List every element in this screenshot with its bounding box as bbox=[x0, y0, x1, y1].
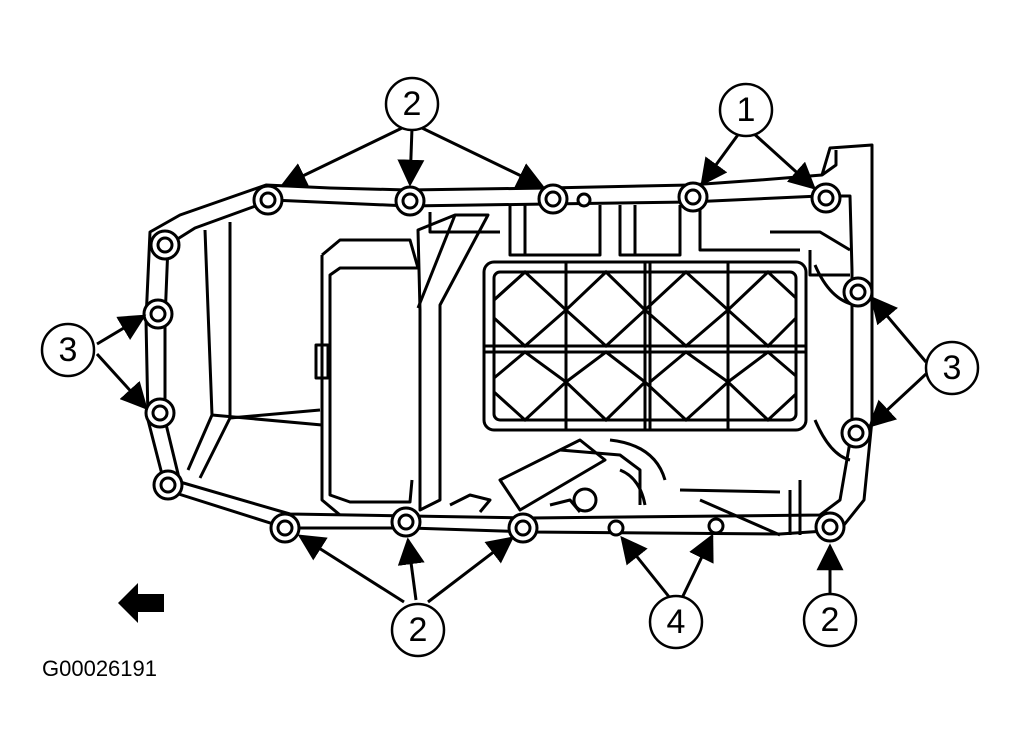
leader-lines bbox=[95, 126, 928, 604]
callout-2-bottom-right: 2 bbox=[802, 592, 858, 648]
bolt-2-rear-center bbox=[394, 185, 426, 217]
studs-4 bbox=[572, 192, 725, 537]
bolt-3-left-top bbox=[149, 229, 181, 261]
bolt-2-front-right bbox=[507, 512, 539, 544]
callout-2-bottom-left: 2 bbox=[390, 602, 446, 658]
callout-1: 1 bbox=[718, 82, 774, 138]
arrow-left-icon bbox=[118, 583, 164, 623]
bolt-2-rear-left bbox=[252, 184, 284, 216]
bolt-3-right-top bbox=[842, 276, 874, 308]
bolt-3-left-bottom bbox=[152, 469, 184, 501]
callout-2-top: 2 bbox=[384, 76, 440, 132]
bolt-1-right bbox=[810, 182, 842, 214]
svg-text:3: 3 bbox=[943, 349, 962, 387]
svg-text:3: 3 bbox=[59, 331, 78, 369]
bolt-3-left-low bbox=[144, 397, 176, 429]
bolt-3-left-mid bbox=[142, 298, 174, 330]
bolt-3-right-low bbox=[840, 417, 872, 449]
bolt-2-right-bottom bbox=[814, 511, 846, 543]
callout-4: 4 bbox=[648, 594, 704, 650]
figure-id: G00026191 bbox=[42, 656, 157, 681]
svg-text:2: 2 bbox=[821, 601, 840, 639]
svg-text:2: 2 bbox=[403, 85, 422, 123]
oil-screen-lattice bbox=[482, 260, 808, 432]
bolt-2-rear-right bbox=[537, 183, 569, 215]
bolt-2-front-left bbox=[269, 512, 301, 544]
callout-3-right: 3 bbox=[924, 340, 980, 396]
svg-text:1: 1 bbox=[737, 91, 756, 129]
bolt-1-left bbox=[677, 181, 709, 213]
bolt-2-front-center bbox=[390, 506, 422, 538]
svg-text:2: 2 bbox=[409, 611, 428, 649]
callout-3-left: 3 bbox=[40, 322, 96, 378]
bolts bbox=[142, 181, 874, 544]
svg-text:4: 4 bbox=[667, 603, 686, 641]
